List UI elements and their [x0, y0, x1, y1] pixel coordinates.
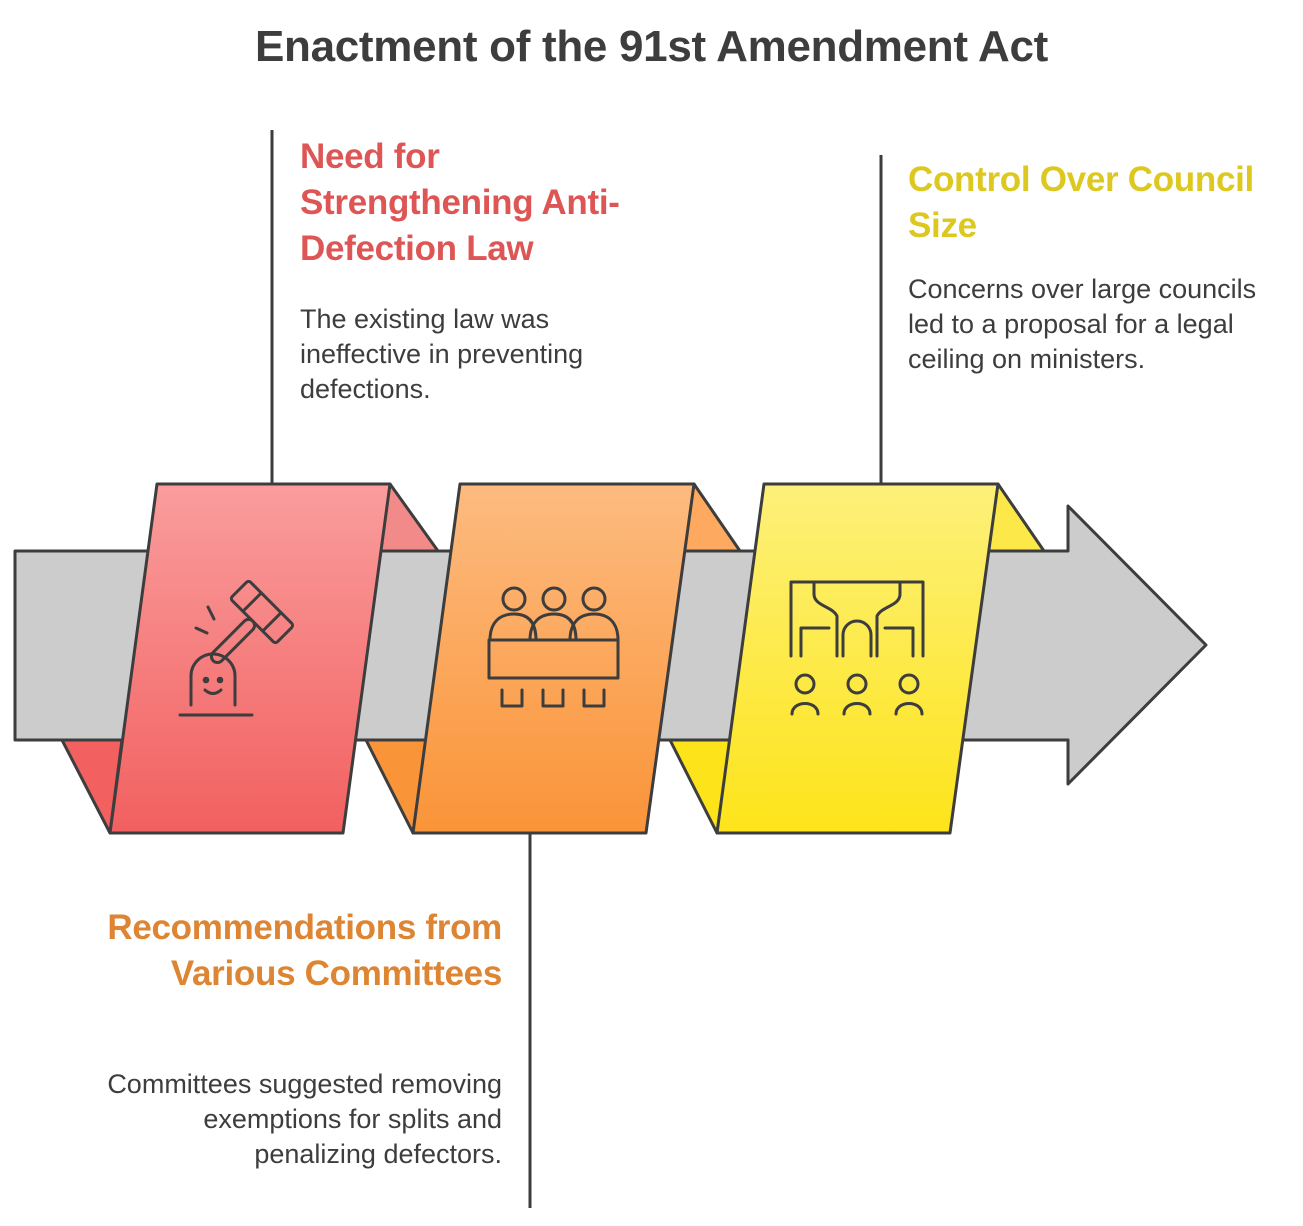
step-1-heading: Need for Strengthening Anti-Defection La…	[300, 137, 620, 268]
step-panel-orange	[411, 482, 696, 835]
step-1-description: The existing law was ineffective in prev…	[300, 304, 584, 404]
step-panel-yellow	[715, 482, 1000, 835]
step-panel-red	[108, 482, 392, 835]
committee-icon	[487, 586, 620, 708]
step-2-heading: Recommendations from Various Committees	[107, 908, 502, 993]
gavel-icon	[178, 579, 295, 717]
step-3-description: Concerns over large councils led to a pr…	[908, 274, 1257, 374]
step-2-description: Committees suggested removing exemptions…	[107, 1069, 502, 1169]
council-chamber-icon	[789, 580, 925, 716]
diagram-title: Enactment of the 91st Amendment Act	[254, 22, 1049, 71]
step-3-heading: Control Over Council Size	[908, 160, 1254, 245]
